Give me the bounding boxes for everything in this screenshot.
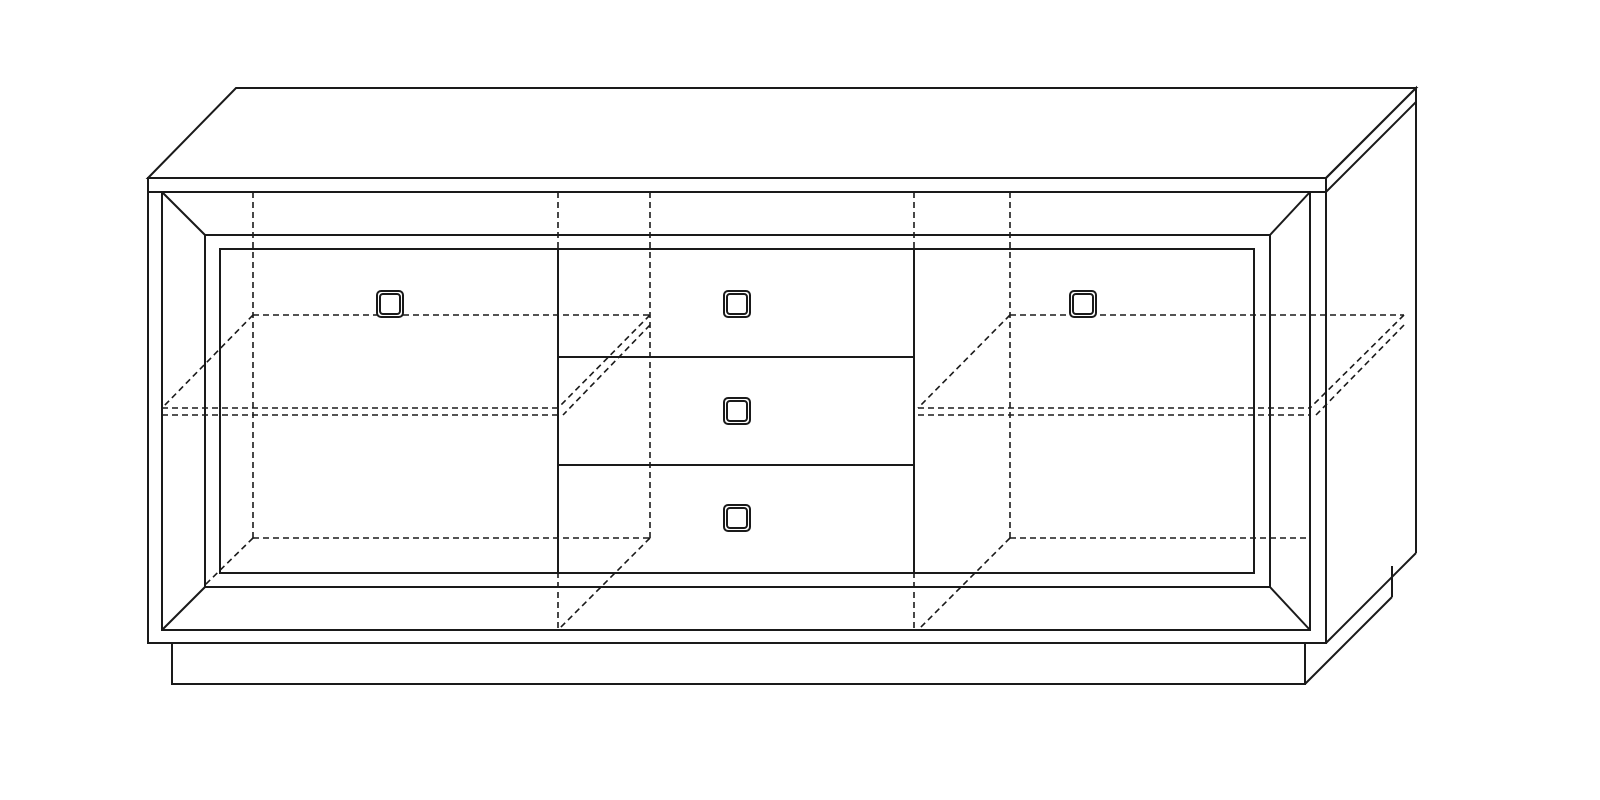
drawer-1-knob-icon [723, 290, 751, 318]
right-door-knob-icon [1069, 290, 1097, 318]
drawer-3-knob-icon [723, 504, 751, 532]
left-door-knob-icon [376, 290, 404, 318]
right-side-panel [1325, 102, 1417, 644]
drawer-2-knob-icon [723, 397, 751, 425]
hidden-lines [161, 192, 1405, 631]
plinth [171, 566, 1393, 685]
knobs [376, 290, 1097, 532]
top-slab [145, 85, 1419, 195]
